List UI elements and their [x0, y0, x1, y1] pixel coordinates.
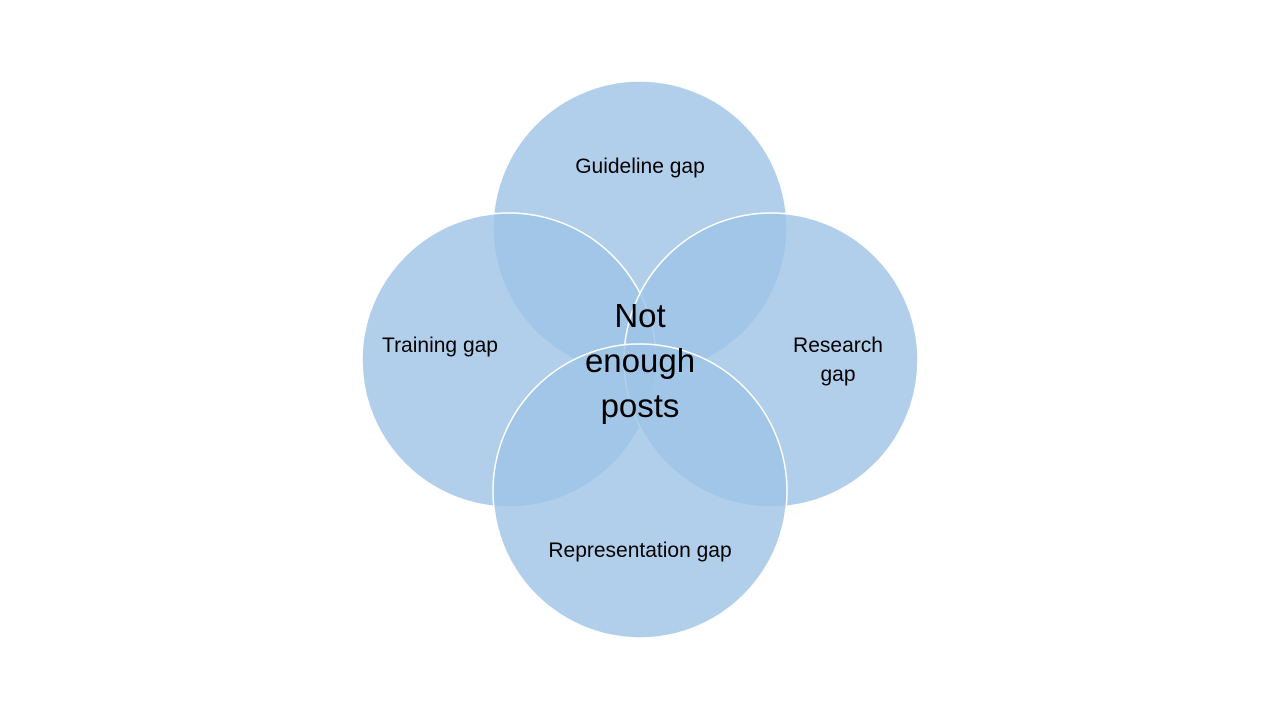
venn-center-label: Not enough posts — [584, 297, 696, 424]
venn-circle-bottom — [492, 343, 788, 639]
venn-label-guideline-gap: Guideline gap — [575, 155, 705, 178]
venn-label-representation-gap: Representation gap — [548, 539, 732, 562]
venn-label-training-gap: Training gap — [382, 334, 498, 357]
venn-label-research-gap: Research gap — [793, 334, 883, 386]
